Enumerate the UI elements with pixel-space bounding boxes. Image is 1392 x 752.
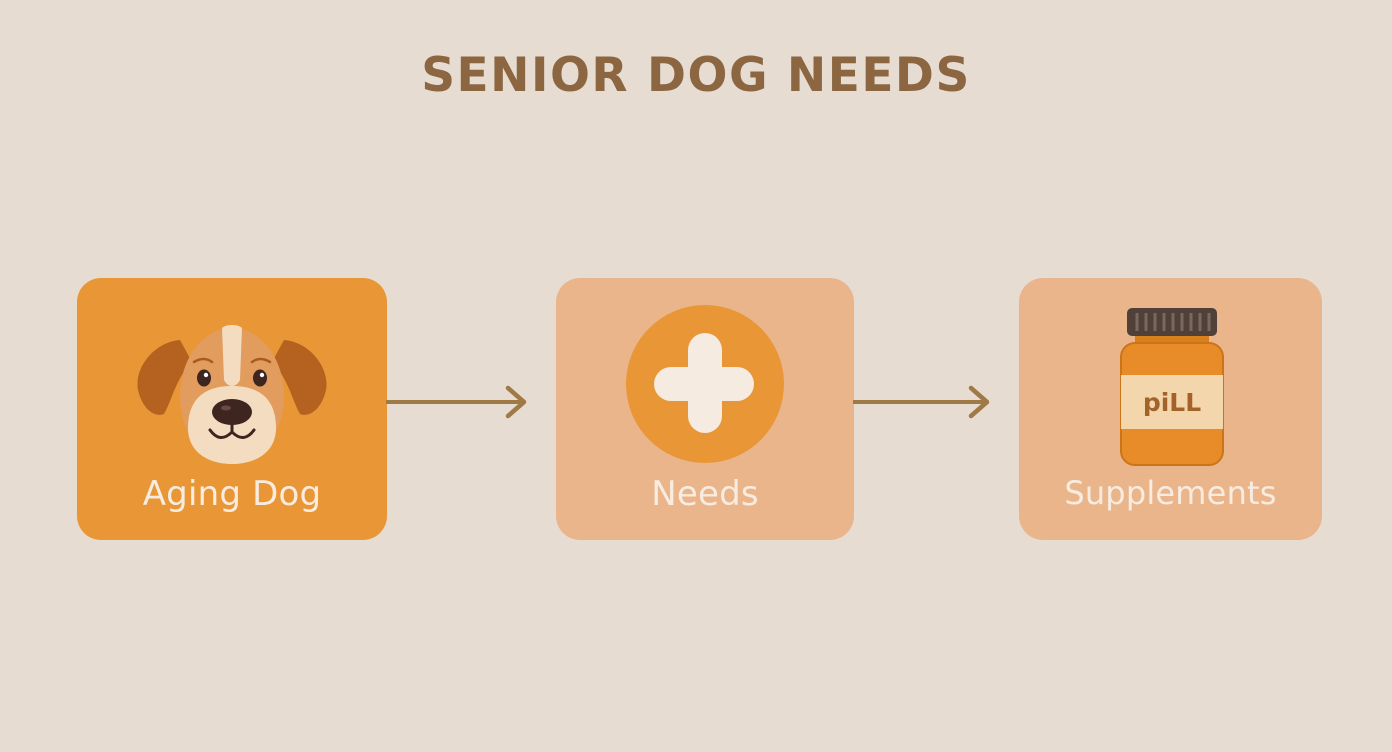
arrow-right-icon xyxy=(853,385,990,419)
pill-bottle-icon: piLL xyxy=(1120,308,1224,466)
step-label-needs: Needs xyxy=(651,474,759,514)
step-label-aging-dog: Aging Dog xyxy=(142,474,322,514)
plus-icon xyxy=(626,305,784,463)
step-card-aging-dog: Aging Dog xyxy=(77,278,387,540)
diagram-title: SENIOR DOG NEEDS xyxy=(421,48,971,103)
step-card-needs: Needs xyxy=(556,278,854,540)
dog-face-icon xyxy=(137,325,327,464)
arrow-right-icon xyxy=(386,385,527,419)
pill-bottle-label-text: piLL xyxy=(1143,388,1201,417)
step-card-supplements: piLL Supplements xyxy=(1019,278,1322,540)
step-label-supplements: Supplements xyxy=(1064,474,1277,512)
